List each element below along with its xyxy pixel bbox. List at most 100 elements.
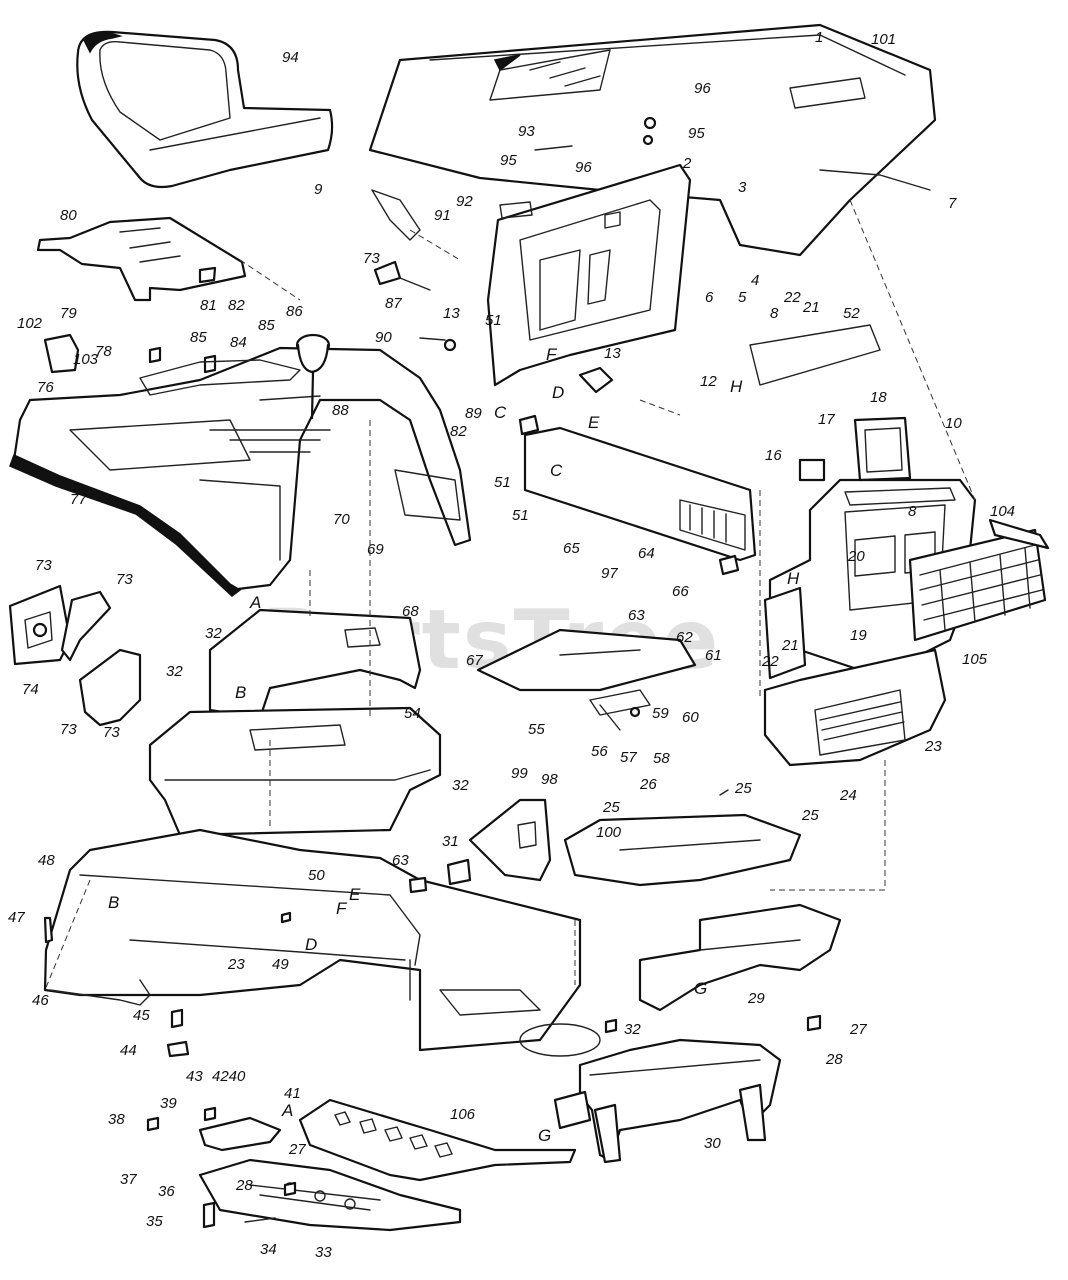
pedal-bracket-drawing [8, 584, 142, 727]
part-number: 87 [385, 295, 402, 312]
part-number: 80 [60, 207, 77, 224]
part-number: 77 [70, 491, 87, 508]
dash-panel-drawing [486, 163, 692, 387]
part-number: 105 [962, 651, 988, 668]
part-number: 16 [765, 447, 782, 464]
grille-screen-drawing [908, 518, 1050, 642]
part-number: 94 [282, 49, 299, 66]
part-number: 25 [734, 780, 752, 797]
part-number: 89 [465, 405, 482, 422]
part-number: 24 [839, 787, 857, 804]
part-number: 91 [434, 207, 451, 224]
part-number: 73 [60, 721, 77, 738]
part-number: 5 [738, 289, 747, 306]
reference-letter: D [305, 935, 317, 954]
part-number: 36 [158, 1183, 175, 1200]
lower-front-panel-drawing [763, 648, 947, 767]
part-number: 23 [924, 738, 942, 755]
part-number: 50 [308, 867, 325, 884]
part-number: 6 [705, 289, 714, 306]
part-number: 28 [825, 1051, 843, 1068]
footrest-drawing [298, 1098, 577, 1182]
part-number: 95 [500, 152, 517, 169]
shift-lever-drawing [295, 333, 331, 420]
reference-letter: F [546, 345, 558, 364]
reference-letter: A [249, 593, 261, 612]
headlight-drawing [853, 416, 912, 482]
part-number: 56 [591, 743, 608, 760]
part-number: 101 [871, 31, 896, 48]
part-number: 23 [227, 956, 245, 973]
part-number: 63 [628, 607, 645, 624]
part-number: 55 [528, 721, 545, 738]
lower-dash-panel-drawing [523, 426, 757, 562]
part-number: 85 [258, 317, 275, 334]
part-number: 103 [73, 351, 99, 368]
ignition-bracket-drawing [446, 798, 552, 886]
part-number: 98 [541, 771, 558, 788]
part-number: 8 [770, 305, 779, 322]
part-number: 96 [575, 159, 592, 176]
part-number: 84 [230, 334, 247, 351]
part-number: 99 [511, 765, 528, 782]
part-number: 39 [160, 1095, 177, 1112]
part-number: 73 [103, 724, 120, 741]
reference-letter: H [787, 569, 800, 588]
reference-letter: C [550, 461, 563, 480]
part-number: 22 [783, 289, 801, 306]
reference-letter: E [349, 885, 361, 904]
fasteners-drawing [43, 116, 881, 1229]
part-number: 92 [456, 193, 473, 210]
part-number: 32 [452, 777, 469, 794]
part-number: 51 [512, 507, 529, 524]
part-number: 4240 [212, 1068, 246, 1085]
part-number: 31 [442, 833, 459, 850]
part-number: 9 [314, 181, 323, 198]
part-number: 18 [870, 389, 887, 406]
part-number: 97 [601, 565, 618, 582]
part-number: 8 [908, 503, 917, 520]
part-number: 46 [32, 992, 49, 1009]
part-number: 13 [604, 345, 621, 362]
fender-drawing [9, 346, 472, 597]
front-axle-support-drawing [638, 903, 842, 1012]
part-number: 73 [35, 557, 52, 574]
part-number: 49 [272, 956, 289, 973]
reference-letter: E [588, 413, 600, 432]
part-number: 67 [466, 652, 483, 669]
part-number: 73 [116, 571, 133, 588]
part-number: 93 [518, 123, 535, 140]
reference-letter: A [281, 1101, 293, 1120]
part-number: 10 [945, 415, 962, 432]
leader-lines [44, 199, 976, 991]
control-plate-drawing [563, 813, 802, 887]
part-number: 1 [815, 29, 823, 46]
part-number: 100 [596, 824, 622, 841]
part-number: 35 [146, 1213, 163, 1230]
part-number: 74 [22, 681, 39, 698]
part-number: 88 [332, 402, 349, 419]
part-number: 34 [260, 1241, 277, 1258]
part-number: 29 [747, 990, 765, 1007]
part-number: 104 [990, 503, 1015, 520]
part-number: 44 [120, 1042, 137, 1059]
part-number: 102 [17, 315, 43, 332]
part-number: 96 [694, 80, 711, 97]
part-number: 106 [450, 1106, 476, 1123]
part-number: 13 [443, 305, 460, 322]
reference-letter: G [538, 1126, 551, 1145]
part-number: 17 [818, 411, 835, 428]
part-number: 65 [563, 540, 580, 557]
part-number: 27 [849, 1021, 867, 1038]
seat-bracket-drawing [36, 216, 247, 302]
part-number: 64 [638, 545, 655, 562]
part-number: 81 [200, 297, 217, 314]
part-number: 22 [761, 653, 779, 670]
part-number: 25 [602, 799, 620, 816]
part-number: 41 [284, 1085, 301, 1102]
part-number: 33 [315, 1244, 332, 1261]
part-number: 20 [847, 548, 865, 565]
part-number: 43 [186, 1068, 203, 1085]
chassis-frame-drawing [43, 828, 601, 1057]
